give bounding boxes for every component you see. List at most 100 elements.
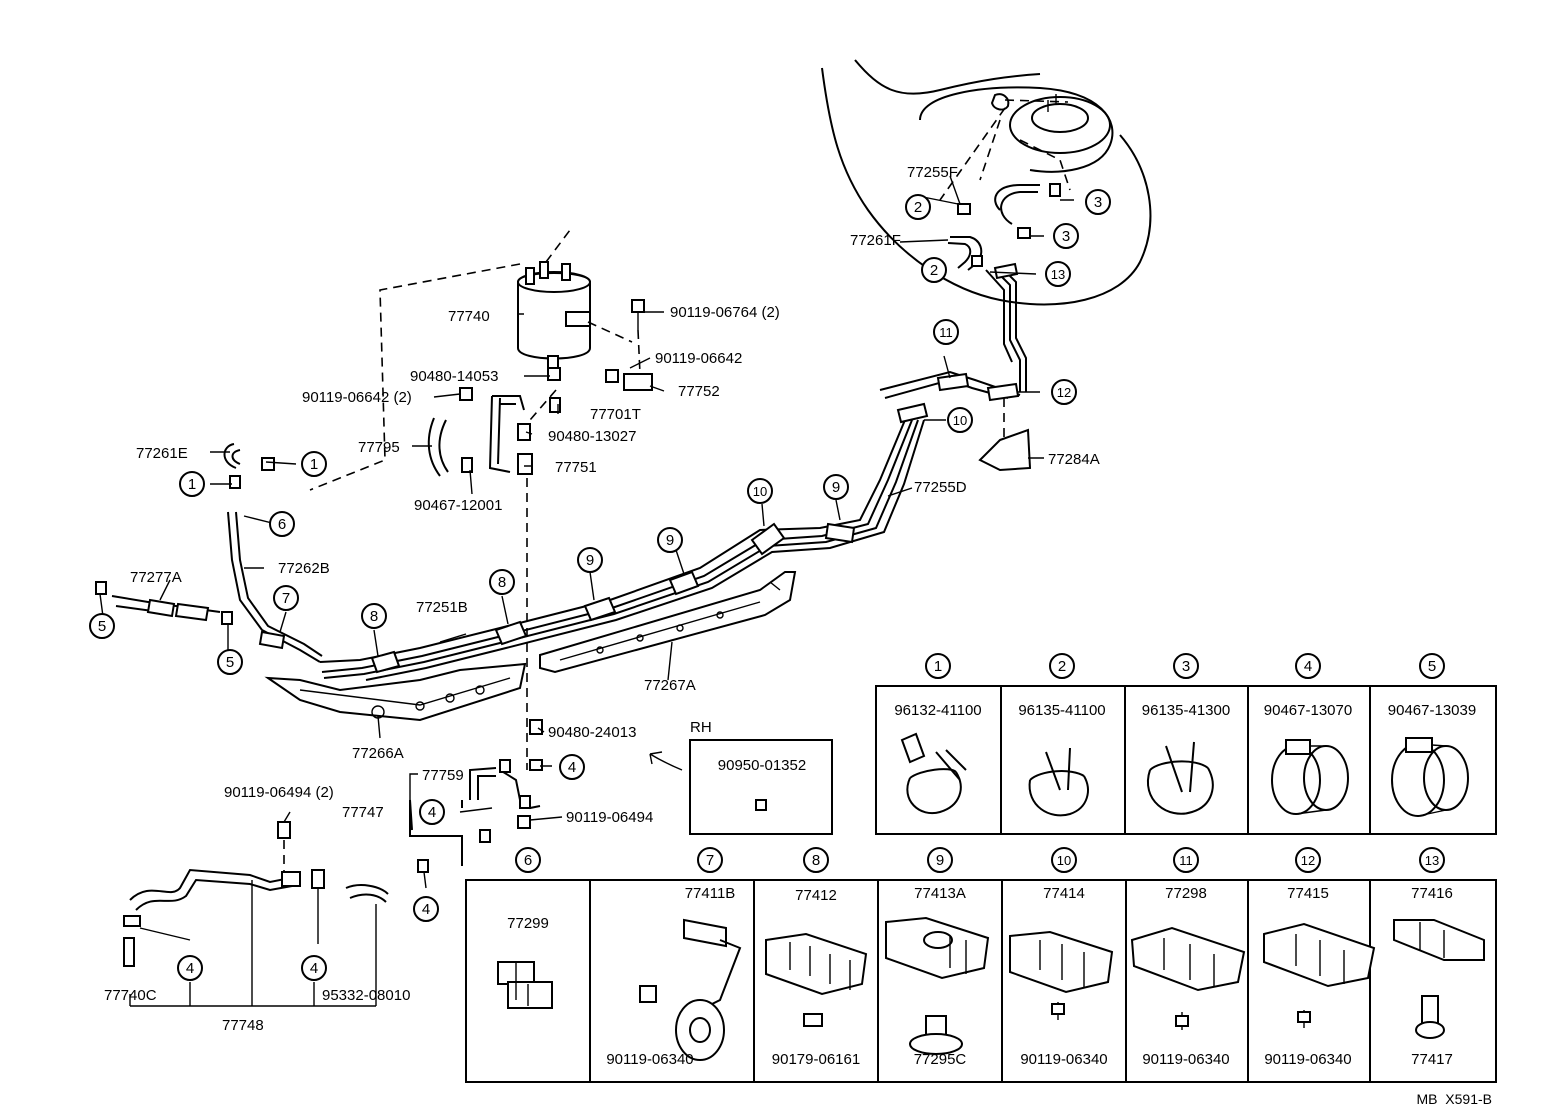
callout-circle [1085,189,1111,215]
part-label-90119-06494-2: 90119-06494 (2) [224,784,334,801]
callout-8: 8 [361,603,387,629]
legend-callout-4: 4 [1295,653,1321,679]
callout-circle [1173,847,1199,873]
part-label-77740: 77740 [448,308,490,325]
callout-8: 8 [489,569,515,595]
callout-number: 1 [310,456,318,473]
callout-circle [823,474,849,500]
callout-circle [1051,379,1077,405]
callout-circle [1295,847,1321,873]
callout-4: 4 [177,955,203,981]
charcoal-canister [309,229,591,491]
legend-callout-10: 10 [1051,847,1077,873]
part-label-77701T: 77701T [590,406,641,423]
callout-number: 7 [282,590,290,607]
part-label-90119-06642-2: 90119-06642 (2) [302,389,412,406]
callout-circle [489,569,515,595]
callout-number: 4 [186,960,194,977]
legend-bottom-part-7: 90119-06340 [606,1051,693,1068]
callout-3: 3 [1053,223,1079,249]
callout-number: 4 [428,804,436,821]
legend-part-3: 96135-41300 [1142,702,1230,719]
callout-4: 4 [419,799,445,825]
callout-number: 9 [666,532,674,549]
callout-number: 10 [753,484,767,499]
legend-part-5: 90467-13039 [1388,702,1476,719]
callout-number: 6 [278,516,286,533]
part-label-77266A: 77266A [352,745,404,762]
legend-part-1: 96132-41100 [894,702,981,719]
legend-callout-13: 13 [1419,847,1445,873]
legend-top-part-6: 77299 [507,915,549,932]
callout-number: 1 [188,476,196,493]
callout-circle [1295,653,1321,679]
clip-icon-1 [900,732,967,815]
legend-bottom-part-8: 90179-06161 [772,1051,860,1068]
fuel-lines [227,262,1021,681]
callout-circle [1049,653,1075,679]
callout-10: 10 [947,407,973,433]
legend-callout-1: 1 [925,653,951,679]
clip-icon-7 [639,918,742,1061]
part-label-77261E: 77261E [136,445,188,462]
legend-part-2: 96135-41100 [1018,702,1105,719]
callout-circle [301,955,327,981]
callout-number: 3 [1062,228,1070,245]
rh-box [689,739,833,835]
part-label-77748: 77748 [222,1017,264,1034]
part-label-77255D: 77255D [914,479,967,496]
part-label-77277A: 77277A [130,569,182,586]
callout-1: 1 [179,471,205,497]
legend-top-part-8: 77412 [795,887,837,904]
callout-circle [1051,847,1077,873]
part-label-77284A: 77284A [1048,451,1100,468]
callout-number: 5 [98,618,106,635]
legend-bottom-part-10: 90119-06340 [1020,1051,1107,1068]
callout-number: 2 [1058,658,1066,675]
line-protectors [264,571,797,722]
callout-5: 5 [89,613,115,639]
rh-label: RH [690,719,712,736]
callout-5: 5 [217,649,243,675]
callout-circle [89,613,115,639]
legend-bottom-part-11: 90119-06340 [1142,1051,1229,1068]
legend-callout-7: 7 [697,847,723,873]
clip-icon-11 [1130,926,1246,1030]
callout-circle [177,955,203,981]
callout-circle [515,847,541,873]
callout-number: 8 [370,608,378,625]
callout-12: 12 [1051,379,1077,405]
callout-11: 11 [933,319,959,345]
part-label-90480-14053: 90480-14053 [410,368,498,385]
callout-circle [577,547,603,573]
callout-circle [559,754,585,780]
legend-bottom-part-9: 77295C [914,1051,967,1068]
callout-13: 13 [1045,261,1071,287]
callout-7: 7 [273,585,299,611]
callout-number: 11 [939,325,953,340]
callout-number: 2 [930,262,938,279]
callout-4: 4 [301,955,327,981]
callout-circle [361,603,387,629]
callout-9: 9 [657,527,683,553]
clip-icon-4 [1271,739,1349,815]
callout-number: 3 [1094,194,1102,211]
callout-number: 4 [568,759,576,776]
callout-circle [419,799,445,825]
callout-circle [179,471,205,497]
part-label-90119-06494: 90119-06494 [566,809,653,826]
legend-bottom-part-13: 77417 [1411,1051,1453,1068]
callout-3: 3 [1085,189,1111,215]
callout-4: 4 [559,754,585,780]
callout-circle [1419,653,1445,679]
part-label-90467-12001: 90467-12001 [414,497,502,514]
callout-number: 13 [1425,853,1439,868]
callout-number: 4 [310,960,318,977]
clip-icon-12 [1263,922,1376,1028]
callout-number: 5 [226,654,234,671]
legend-top-part-13: 77416 [1411,885,1453,902]
part-label-77747: 77747 [342,804,384,821]
legend-callout-9: 9 [927,847,953,873]
callout-number: 4 [1304,658,1312,675]
